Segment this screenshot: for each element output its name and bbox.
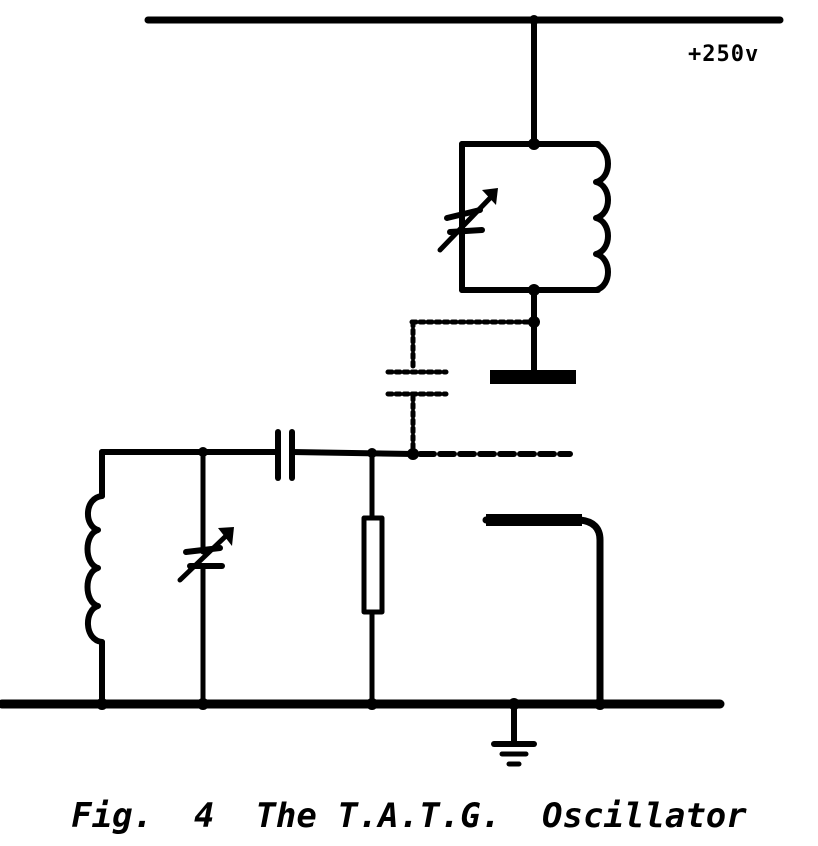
grid-leak-resistor-icon bbox=[361, 515, 385, 615]
interelectrode-capacitance bbox=[385, 319, 533, 453]
ground-icon bbox=[491, 701, 537, 767]
valve-anode bbox=[490, 370, 576, 384]
plate-inductor-icon bbox=[593, 141, 611, 293]
supply-voltage-label: +250v bbox=[688, 42, 760, 67]
valve-cathode bbox=[482, 516, 604, 706]
plate-variable-capacitor-icon bbox=[437, 188, 498, 253]
wire bbox=[289, 449, 416, 457]
coupling-capacitor-icon bbox=[275, 429, 295, 481]
plate-tank-circuit bbox=[437, 138, 611, 296]
grid-variable-capacitor-icon bbox=[177, 527, 234, 583]
junction-dot bbox=[528, 316, 540, 328]
grid-inductor-icon bbox=[84, 493, 105, 645]
figure-caption: Fig. 4 The T.A.T.G. Oscillator bbox=[71, 796, 747, 836]
